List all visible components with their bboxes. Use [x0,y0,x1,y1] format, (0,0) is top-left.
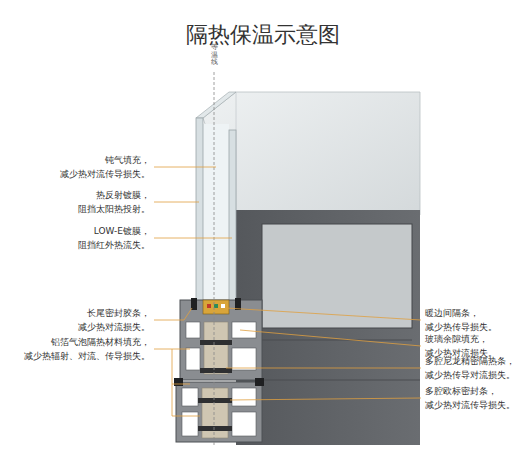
cavity [186,348,200,370]
spacer-dot [214,304,218,308]
leader-line [230,398,421,400]
leader-line [154,238,232,239]
gasket [235,298,241,310]
foam-fill [204,322,228,374]
leader-line [154,308,192,320]
cavity [186,322,200,338]
leader-line [226,308,421,320]
gasket [255,378,264,386]
diagram-title: 隔热保温示意图 [186,22,340,48]
callout-text: LOW-E镀膜， 阻挡红外热流失。 [72,224,150,252]
callout-text: 暖边间隔条， 减少热传导损失。 [425,306,503,334]
glass-opening [262,224,412,328]
warm-edge-spacer [203,300,229,314]
leader-line [226,368,421,369]
spacer-dot [207,304,211,308]
cavity [232,412,256,436]
cavity [232,348,256,370]
cavity [232,388,256,406]
inner-pane [229,130,236,308]
nylon-strip [200,368,232,373]
nylon-strip [198,398,232,403]
callout-text: 长尾密封胶条， 减少热对流损失。 [72,306,150,334]
callout-text: 钝气填充， 减少热对流传导损失。 [54,153,150,181]
frame-face [236,210,420,445]
callout-text: 热反射镀膜， 阻挡太阳热投射。 [72,188,150,216]
callout-text: 多腔欧标密封条， 减少热对流传导损失。 [425,384,521,412]
frame-profile [176,382,262,442]
spacer-dot [221,304,225,308]
leader-bracket [154,349,200,416]
isotherm-label: 等温线 [211,44,218,67]
isotherm-line [214,72,215,446]
frame-line [250,380,420,381]
leader-lines [154,167,421,416]
gasket [174,378,183,386]
callout-text: 多腔尼龙精密隔热条， 减少热传导对流损失。 [425,354,521,382]
leader-line [240,330,421,346]
frame-line [262,340,412,341]
leader-line [154,202,199,203]
leader-line [154,167,216,168]
gas-fill [203,124,229,308]
callout-text: 玻璃余隙填充， 减少热对流损失。 [425,332,503,360]
callout-text: 铝箔气泡隔热材料填充， 减少热辐射、对流、传导损失。 [18,335,150,363]
pane-top [196,92,236,118]
nylon-strip [198,426,232,431]
outer-pane [196,118,203,308]
nylon-strip [200,340,232,345]
cavity [182,388,198,406]
